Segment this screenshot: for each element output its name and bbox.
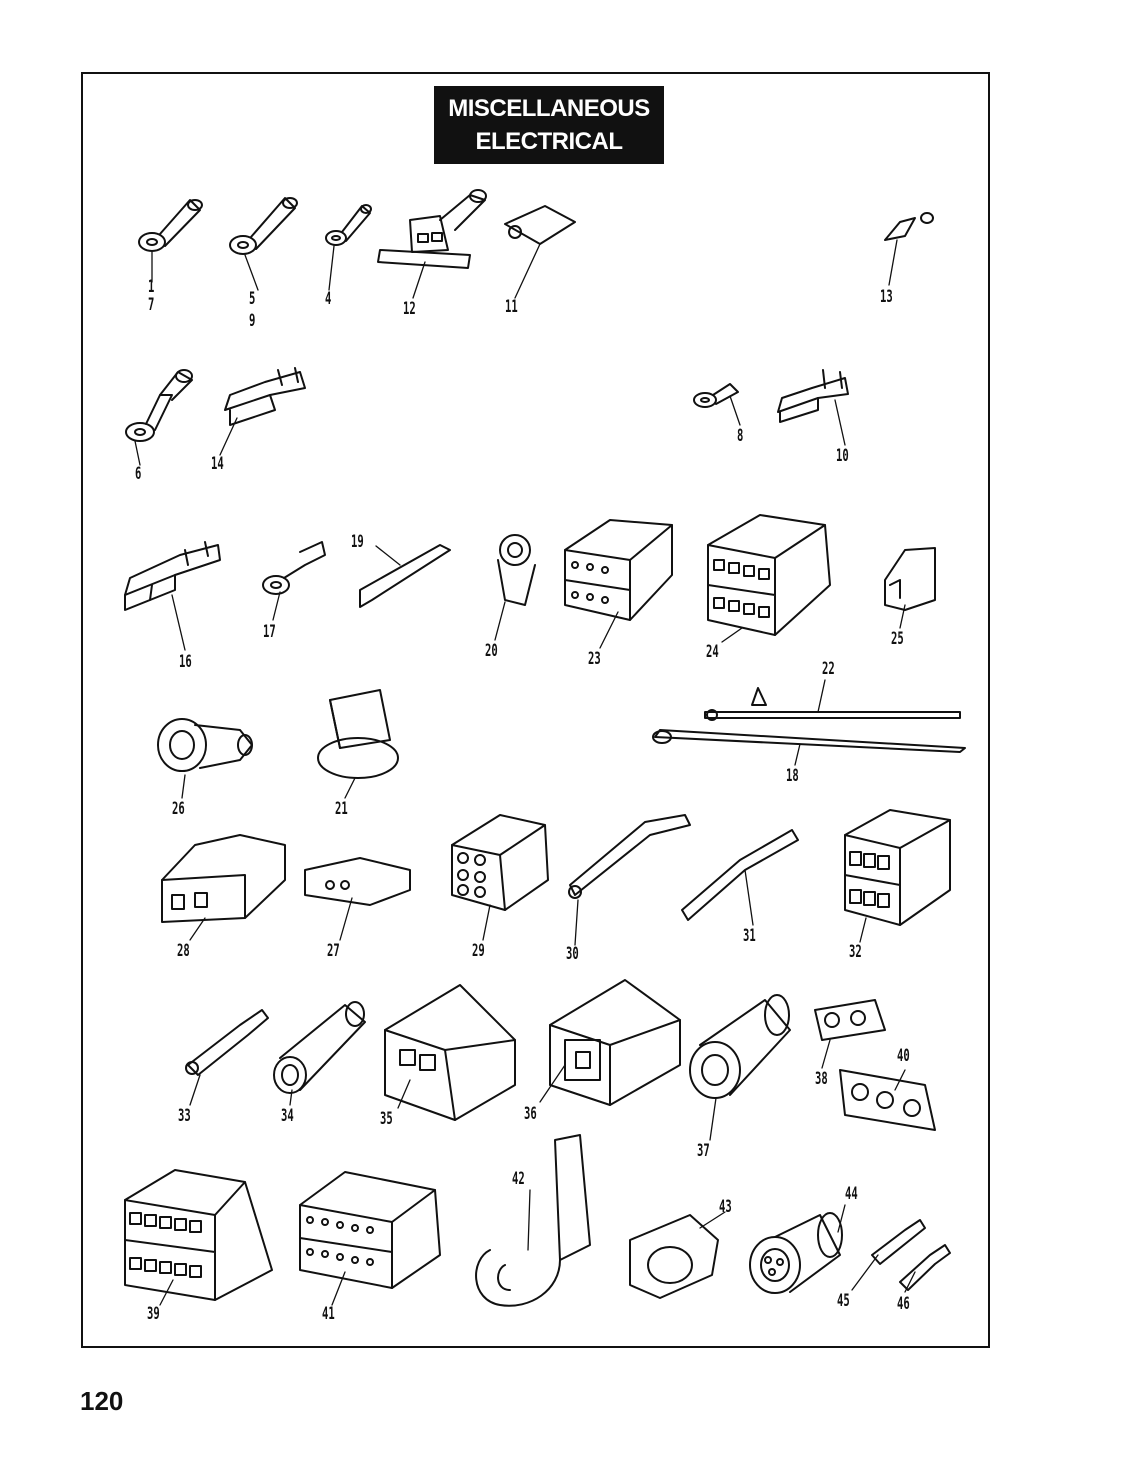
- title-line-2: ELECTRICAL: [475, 128, 624, 155]
- pin-terminal-30: [569, 815, 690, 898]
- part-label-28: 28: [177, 941, 190, 961]
- connector-pin-19: [360, 545, 450, 607]
- part-label-46: 46: [897, 1294, 910, 1314]
- part-label-23: 23: [588, 649, 601, 669]
- connector-41: [300, 1172, 440, 1288]
- title-box: MISCELLANEOUS ELECTRICAL: [434, 86, 664, 164]
- part-label-12: 12: [403, 299, 416, 319]
- boot-37: [690, 995, 790, 1098]
- terminal-strip-40: [840, 1070, 935, 1130]
- part-label-31: 31: [743, 926, 756, 946]
- ring-terminal-1: [139, 200, 202, 251]
- ring-terminal-17: [263, 542, 325, 594]
- flag-terminal-12: [378, 190, 486, 268]
- socket-terminal-31: [682, 830, 798, 920]
- connector-32: [845, 810, 950, 925]
- part-label-17: 17: [263, 622, 276, 642]
- part-label-34: 34: [281, 1106, 294, 1126]
- part-label-30: 30: [566, 944, 579, 964]
- part-label-20: 20: [485, 641, 498, 661]
- clip-25: [885, 548, 935, 610]
- connector-20: [498, 535, 535, 605]
- part-label-29: 29: [472, 941, 485, 961]
- part-label-42: 42: [512, 1169, 525, 1189]
- connector-27: [305, 858, 410, 905]
- ring-terminal-4: [326, 205, 371, 245]
- socket-21: [318, 690, 398, 778]
- pin-45: [872, 1220, 925, 1264]
- ring-terminal-6: [126, 370, 192, 441]
- part-label-36: 36: [524, 1104, 537, 1124]
- clip-43: [630, 1215, 718, 1298]
- pin-46: [900, 1245, 950, 1290]
- tie-strap-18: [653, 730, 965, 752]
- title-line-1: MISCELLANEOUS: [448, 95, 650, 122]
- connector-39: [125, 1170, 272, 1300]
- terminal-strip-38: [815, 1000, 885, 1040]
- part-label-35: 35: [380, 1109, 393, 1129]
- part-label-44: 44: [845, 1184, 858, 1204]
- pin-33: [186, 1010, 268, 1075]
- boot-26: [158, 719, 252, 771]
- part-label-18: 18: [786, 766, 799, 786]
- connector-28: [162, 835, 285, 922]
- connector-24: [708, 515, 830, 635]
- part-label-10: 10: [836, 446, 849, 466]
- part-label-26: 26: [172, 799, 185, 819]
- part-label-13: 13: [880, 287, 893, 307]
- part-label-11: 11: [505, 297, 518, 317]
- part-label-38: 38: [815, 1069, 828, 1089]
- connector-23: [565, 520, 672, 620]
- part-label-6: 6: [135, 464, 142, 484]
- part-label-14: 14: [211, 454, 224, 474]
- page-number: 120: [80, 1386, 124, 1416]
- boot-44: [750, 1213, 842, 1293]
- part-label-37: 37: [697, 1141, 710, 1161]
- part-label-40: 40: [897, 1046, 910, 1066]
- ring-terminal-5: [230, 198, 297, 254]
- part-label-1: 1: [148, 277, 155, 297]
- part-label-27: 27: [327, 941, 340, 961]
- part-label-19: 19: [351, 532, 364, 552]
- part-label-9: 9: [249, 311, 256, 331]
- part-label-32: 32: [849, 942, 862, 962]
- quick-disconnect-16: [125, 542, 220, 610]
- connector-29: [452, 815, 548, 910]
- ring-terminal-8: [694, 384, 738, 407]
- part-label-4: 4: [325, 289, 332, 309]
- part-label-5: 5: [249, 289, 256, 309]
- terminal-13: [885, 213, 933, 240]
- clip-42: [476, 1135, 590, 1306]
- connector-35: [385, 985, 515, 1120]
- sleeve-34: [274, 1002, 365, 1093]
- open-barrel-terminal-10: [778, 370, 848, 422]
- connector-36: [550, 980, 680, 1105]
- illustration-frame: [81, 72, 990, 1348]
- part-label-22: 22: [822, 659, 835, 679]
- tie-strap-22: [705, 688, 960, 720]
- part-label-33: 33: [178, 1106, 191, 1126]
- part-label-25: 25: [891, 629, 904, 649]
- open-barrel-terminal-14: [225, 368, 305, 425]
- part-label-43: 43: [719, 1197, 732, 1217]
- part-label-8: 8: [737, 426, 744, 446]
- part-label-16: 16: [179, 652, 192, 672]
- leader-lines: [135, 240, 915, 1305]
- part-label-41: 41: [322, 1304, 335, 1324]
- quick-disconnect-11: [505, 206, 575, 244]
- part-label-39: 39: [147, 1304, 160, 1324]
- part-label-45: 45: [837, 1291, 850, 1311]
- part-label-7: 7: [148, 295, 155, 315]
- part-label-24: 24: [706, 642, 719, 662]
- part-label-21: 21: [335, 799, 348, 819]
